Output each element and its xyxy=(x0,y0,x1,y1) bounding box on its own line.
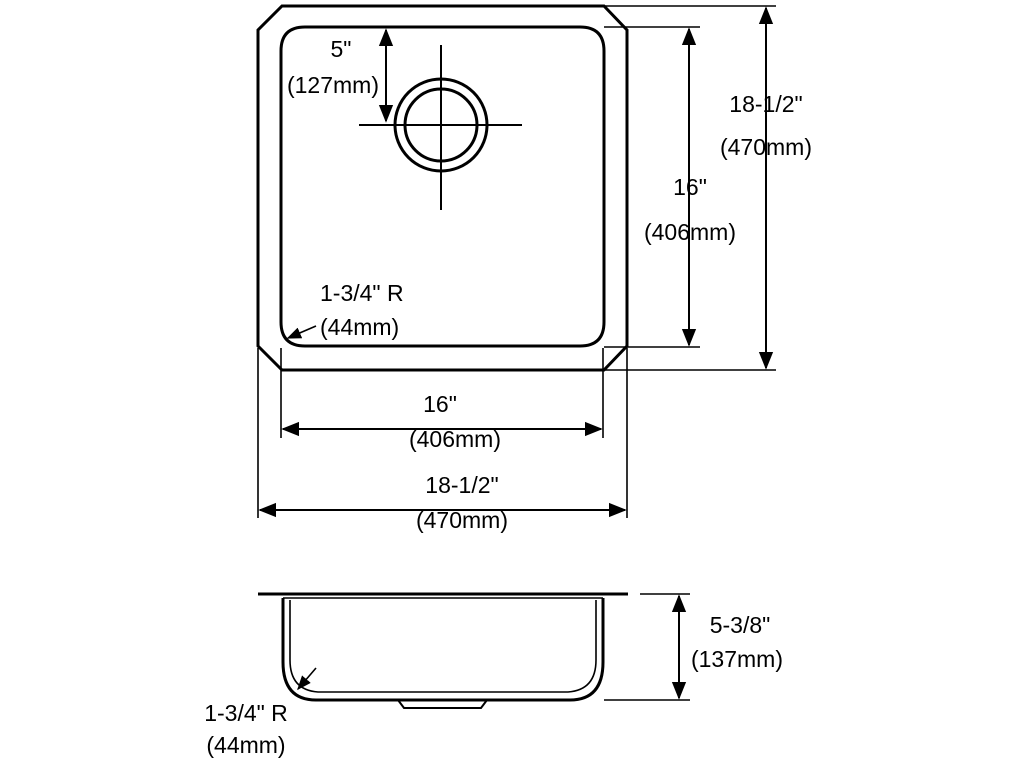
outer-height-mm-label: (470mm) xyxy=(720,134,812,160)
corner-line xyxy=(603,345,628,371)
inner-width-mm-label: (406mm) xyxy=(409,426,501,452)
corner-radius-inch-label: 1-3/4" R xyxy=(320,280,404,306)
drain-offset-inch-label: 5" xyxy=(331,36,352,62)
side-view: 5-3/8" (137mm) 1-3/4" R (44mm) xyxy=(204,592,783,758)
side-corner-radius-leader xyxy=(297,667,317,691)
sink-outer-rim xyxy=(256,4,629,372)
inner-height-mm-label: (406mm) xyxy=(644,219,736,245)
drain-outlet-icon xyxy=(397,699,488,709)
side-corner-radius-inch-label: 1-3/4" R xyxy=(204,700,288,726)
sink-side-profile xyxy=(281,598,605,702)
corner-radius-mm-label: (44mm) xyxy=(320,314,399,340)
drain-offset-mm-label: (127mm) xyxy=(287,72,379,98)
side-corner-radius-mm-label: (44mm) xyxy=(206,732,285,758)
inner-height-inch-label: 16" xyxy=(673,174,707,200)
inner-width-inch-label: 16" xyxy=(423,391,457,417)
sink-side-inner-line xyxy=(289,600,597,693)
sink-inner-bowl xyxy=(279,25,606,348)
top-view: 5" (127mm) 1-3/4" R (44mm) 16" (406mm) 1… xyxy=(256,4,812,533)
outer-height-inch-label: 18-1/2" xyxy=(729,91,802,117)
drain-icon xyxy=(359,45,522,210)
corner-radius-leader xyxy=(286,325,317,339)
outer-width-inch-label: 18-1/2" xyxy=(425,472,498,498)
depth-mm-label: (137mm) xyxy=(691,646,783,672)
depth-inch-label: 5-3/8" xyxy=(710,612,771,638)
corner-line xyxy=(257,345,283,371)
outer-width-mm-label: (470mm) xyxy=(416,507,508,533)
